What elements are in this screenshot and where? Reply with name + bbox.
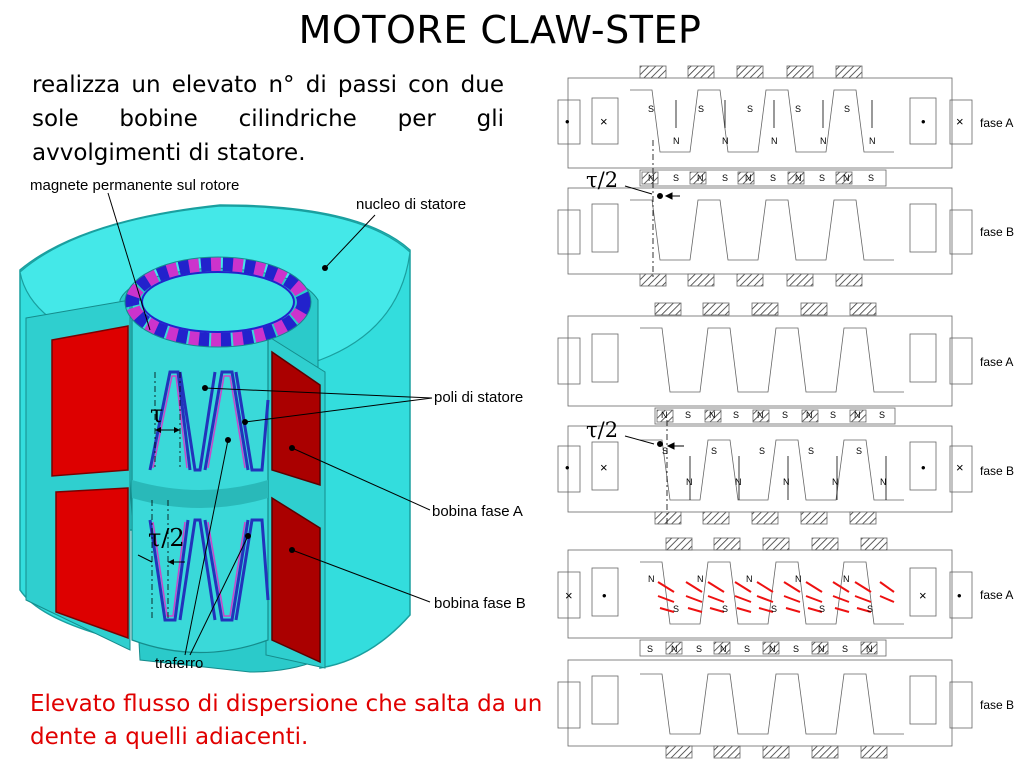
label-tau-half-panel-2: τ/2 (586, 418, 619, 442)
panel-2 (557, 302, 973, 525)
label-magnet: magnete permanente sul rotore (30, 177, 240, 194)
label-fase-b-2: fase B (980, 464, 1015, 478)
label-coil-b: bobina fase B (434, 595, 526, 612)
coil-mark-cross: × (956, 460, 964, 475)
coil-mark-dot: • (921, 114, 926, 129)
coil-mark-dot: • (602, 588, 607, 603)
flux-arrows (675, 100, 887, 500)
label-tau: τ (150, 400, 164, 428)
label-tau-half-left: τ/2 (148, 524, 185, 552)
coil-b-right (271, 496, 321, 664)
coil-mark-dot: • (957, 588, 962, 603)
rotor-magnet-ring (125, 257, 311, 347)
leakage-flux-arrows (657, 581, 895, 613)
footer-note: Elevato flusso di dispersione che salta … (30, 691, 543, 750)
panel-3 (557, 537, 973, 759)
coil-b-left (55, 487, 129, 640)
leader-lines (107, 192, 433, 656)
page-title: MOTORE CLAW-STEP (298, 8, 702, 52)
label-core: nucleo di statore (356, 196, 467, 213)
label-fase-b-3: fase B (980, 698, 1015, 712)
coil-mark-dot: • (565, 460, 570, 475)
coil-mark-dot: • (921, 460, 926, 475)
coil-mark-cross: × (956, 114, 964, 129)
coil-a-right (271, 350, 321, 487)
label-fase-a-2: fase A (980, 355, 1014, 369)
tau-half-markers (624, 185, 684, 450)
coil-mark-dot: • (565, 114, 570, 129)
claw-poles-lower (148, 518, 270, 622)
label-fase-a-3: fase A (980, 588, 1014, 602)
coil-mark-cross: × (919, 588, 927, 603)
intro-text: realizza un elevato n° di passi con due … (32, 72, 504, 166)
label-tau-half-panel-1: τ/2 (586, 168, 619, 192)
label-poles: poli di statore (434, 389, 524, 406)
coil-mark-cross: × (600, 114, 608, 129)
label-coil-a: bobina fase A (432, 503, 523, 520)
coil-a-left (51, 325, 129, 477)
coil-mark-cross: × (600, 460, 608, 475)
coil-mark-cross: × (565, 588, 573, 603)
claw-poles-upper (148, 370, 270, 472)
label-airgap: traferro (155, 655, 204, 672)
label-fase-b-1: fase B (980, 225, 1015, 239)
label-fase-a-1: fase A (980, 116, 1014, 130)
panel-1 (557, 65, 973, 287)
